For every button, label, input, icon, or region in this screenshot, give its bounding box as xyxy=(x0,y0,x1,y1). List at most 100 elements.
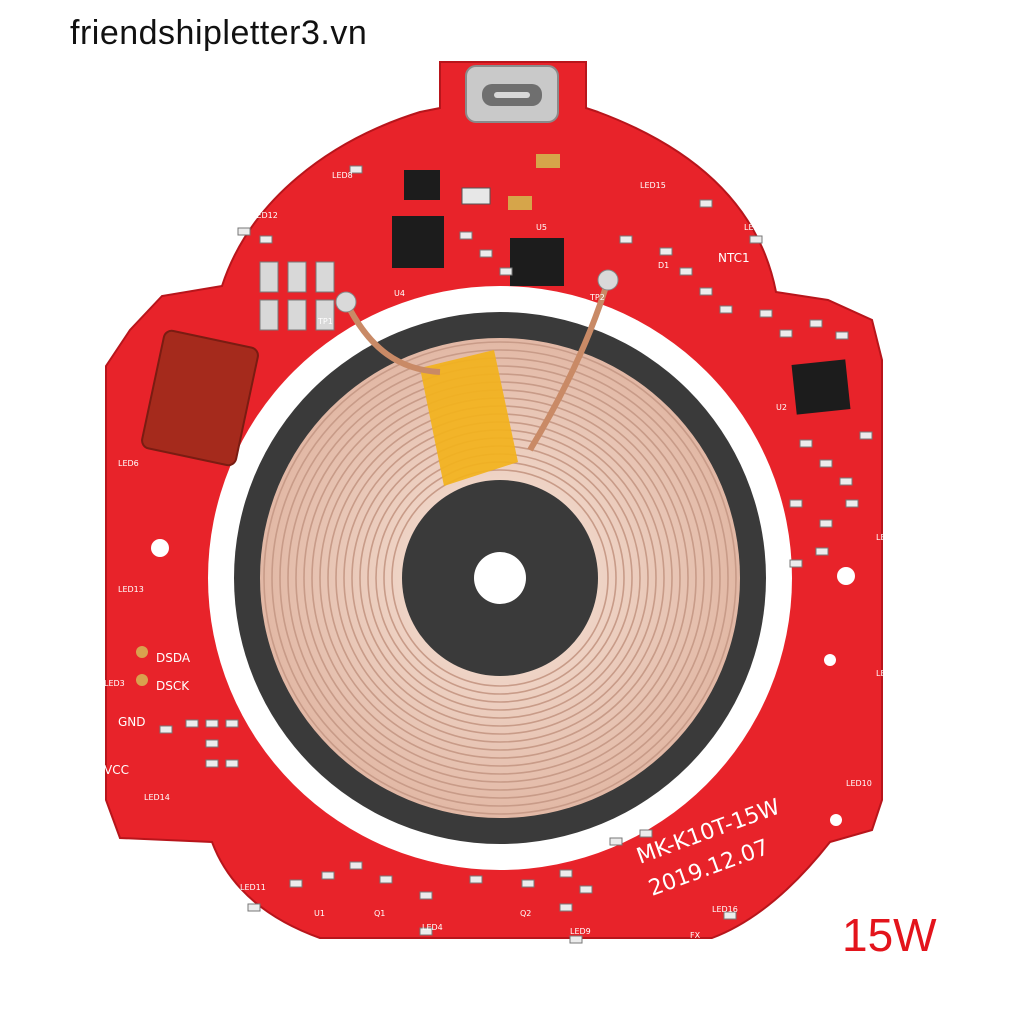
component-label: U1 xyxy=(314,909,325,918)
component-label: TP2 xyxy=(589,293,605,302)
component-label: LED16 xyxy=(712,905,738,914)
smd-part xyxy=(349,861,363,870)
smd-part xyxy=(419,927,433,936)
smd-part xyxy=(225,759,239,768)
component-label: LED13 xyxy=(118,585,144,594)
smd-part xyxy=(185,719,199,728)
smd-part xyxy=(205,739,219,748)
smd-part xyxy=(459,231,473,240)
smd-part xyxy=(469,875,483,884)
coil-lead-right xyxy=(527,279,611,452)
component-label: LED7 xyxy=(876,533,897,542)
smd-part xyxy=(819,459,833,468)
component-label: U4 xyxy=(394,289,405,298)
component-label: LED4 xyxy=(422,923,443,932)
coil-winding xyxy=(391,469,609,687)
component-label: LED3 xyxy=(104,679,125,688)
smd-part xyxy=(809,319,823,328)
smd-part xyxy=(639,829,653,838)
ic-u2 xyxy=(791,359,851,415)
pin-label-gnd: GND xyxy=(118,715,146,729)
ntc-label: NTC1 xyxy=(718,251,750,265)
component-label: D1 xyxy=(658,261,669,270)
coil-winding xyxy=(287,365,713,791)
pin-label-dsck: DSCK xyxy=(156,679,190,693)
component-label: U5 xyxy=(536,223,547,232)
smd-part xyxy=(609,837,623,846)
component-label: LED5 xyxy=(744,223,765,232)
ic-u5 xyxy=(510,238,564,286)
component-label: LED12 xyxy=(252,211,278,220)
smd-part xyxy=(379,875,393,884)
smd-part xyxy=(321,871,335,880)
component-label: Q1 xyxy=(374,909,385,918)
smd-part xyxy=(521,879,535,888)
component-label: LED15 xyxy=(640,181,666,190)
component-label: LED10 xyxy=(846,779,872,788)
component-label: FX xyxy=(690,931,701,940)
test-pads xyxy=(136,646,148,686)
center-hole xyxy=(474,552,526,604)
coil-lead-left xyxy=(343,300,441,375)
smd-part xyxy=(679,267,693,276)
smd-part xyxy=(859,431,873,440)
smd-part xyxy=(789,499,803,508)
smd-part xyxy=(349,165,363,174)
smd-part xyxy=(289,879,303,888)
smd-part xyxy=(579,885,593,894)
smd-part xyxy=(569,935,583,944)
smd-part xyxy=(699,199,713,208)
smd-part xyxy=(205,759,219,768)
smd-part xyxy=(799,439,813,448)
smd-part xyxy=(559,903,573,912)
smd-components xyxy=(159,165,873,944)
smd-part xyxy=(749,235,763,244)
component-label: Q2 xyxy=(520,909,531,918)
coil-winding xyxy=(263,341,737,815)
smd-part xyxy=(815,547,829,556)
component-label: LED14 xyxy=(144,793,170,802)
component-label: LED8 xyxy=(332,171,353,180)
smd-part xyxy=(159,725,173,734)
component-label: TP1 xyxy=(317,317,333,326)
smd-part xyxy=(419,891,433,900)
smd-part xyxy=(839,477,853,486)
wattage-badge: 15W xyxy=(842,909,937,961)
smd-part xyxy=(835,331,849,340)
ic-u4 xyxy=(392,216,444,268)
component-label: LED11 xyxy=(240,883,266,892)
component-label: U2 xyxy=(776,403,787,412)
smd-part xyxy=(759,309,773,318)
coil-winding xyxy=(279,357,721,799)
smd-part xyxy=(619,235,633,244)
smd-part xyxy=(247,903,261,912)
smd-part xyxy=(719,305,733,314)
smd-part xyxy=(205,719,219,728)
smd-part xyxy=(723,911,737,920)
smd-part xyxy=(225,719,239,728)
smd-part xyxy=(779,329,793,338)
kapton-tape xyxy=(420,350,518,486)
watermark-text: friendshipletter3.vn xyxy=(70,14,368,52)
smd-part xyxy=(559,869,573,878)
component-label: LED9 xyxy=(570,927,591,936)
film-capacitor xyxy=(141,329,259,467)
pin-label-vcc: VCC xyxy=(104,763,129,777)
coil-winding xyxy=(271,349,729,807)
smd-part xyxy=(237,227,251,236)
smd-capacitor-array xyxy=(259,261,335,331)
smd-part xyxy=(499,267,513,276)
smd-part xyxy=(659,247,673,256)
smd-part xyxy=(819,519,833,528)
component-label: LED17 xyxy=(876,669,902,678)
coil-winding xyxy=(295,373,705,783)
smd-part xyxy=(789,559,803,568)
smd-part xyxy=(699,287,713,296)
smd-part xyxy=(479,249,493,258)
smd-part xyxy=(259,235,273,244)
smd-part xyxy=(845,499,859,508)
pin-label-dsda: DSDA xyxy=(156,651,191,665)
component-label: LED6 xyxy=(118,459,139,468)
